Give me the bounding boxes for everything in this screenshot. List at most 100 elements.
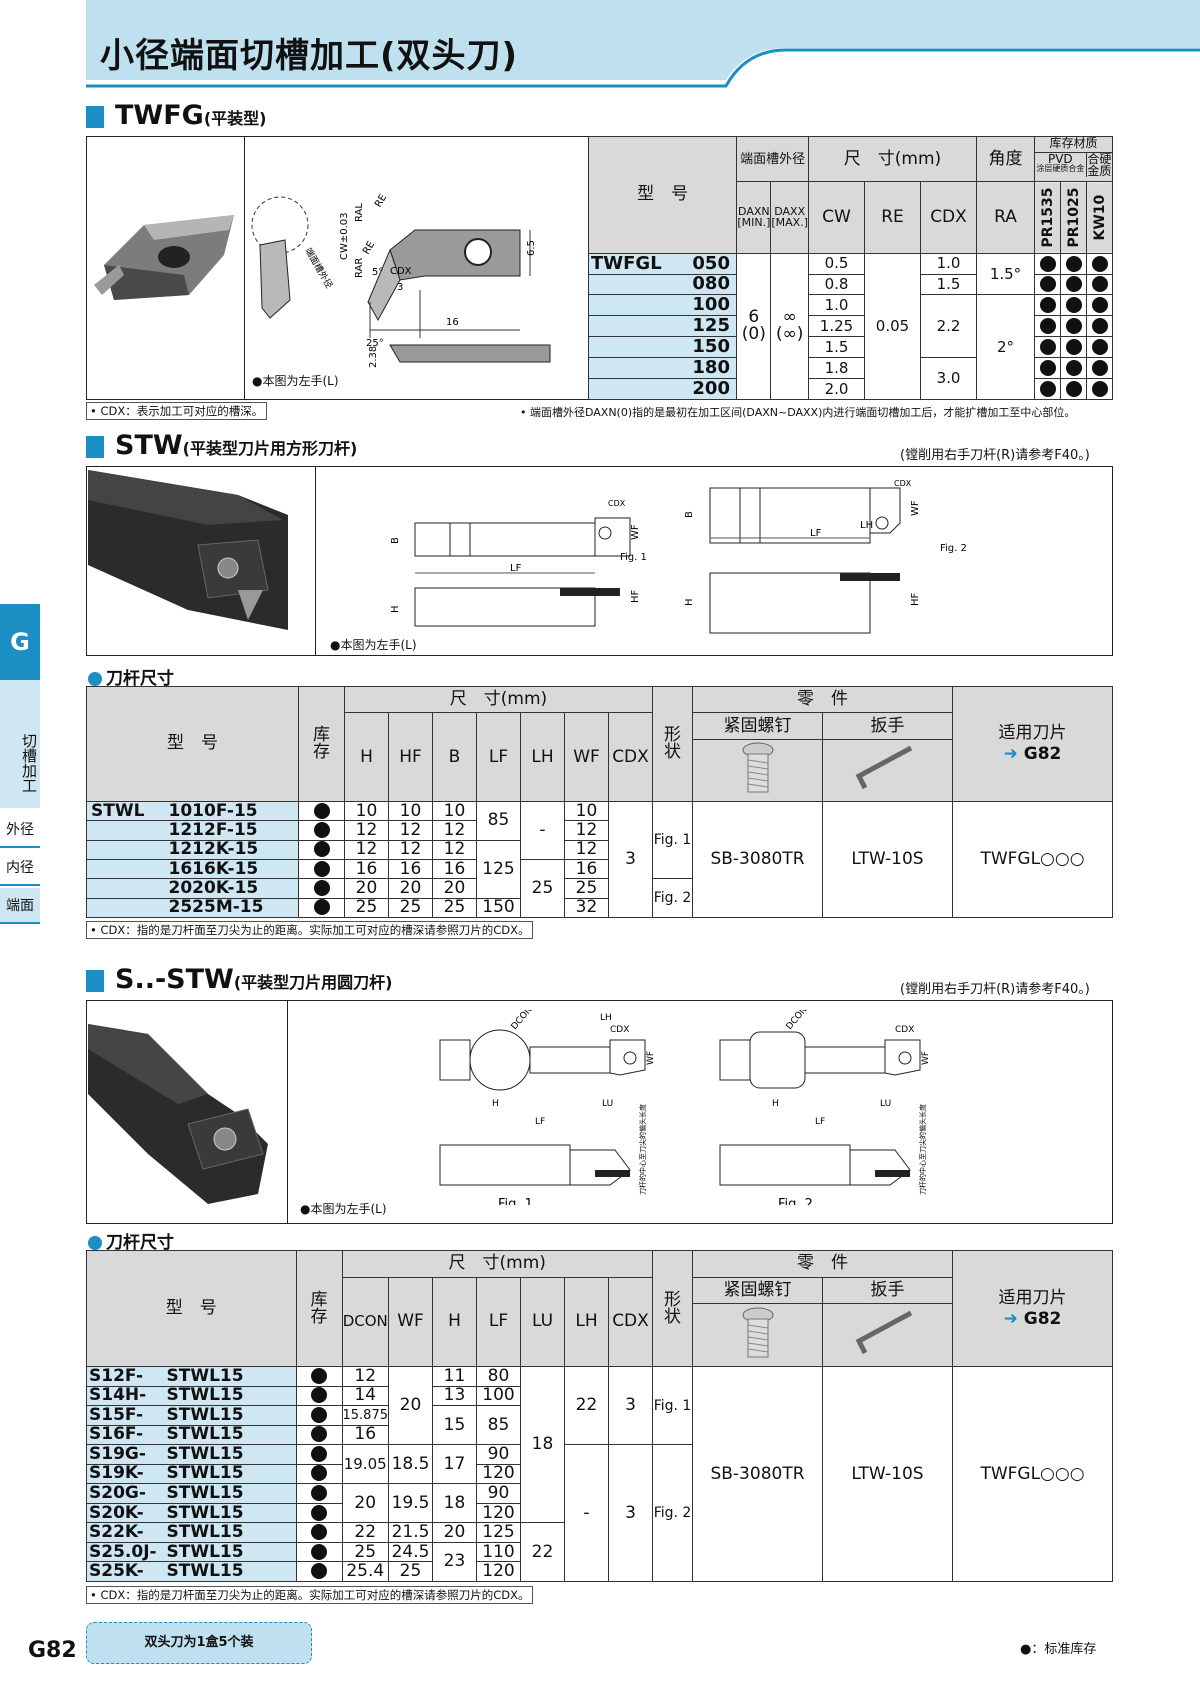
table-cell: 16: [341, 1424, 389, 1446]
stock-dot-cell: [298, 897, 345, 919]
re-label: RE: [373, 192, 389, 209]
cell-ra: 1.5°: [976, 252, 1035, 296]
table-cell: [588, 378, 687, 400]
stock-dot-cell: [298, 878, 345, 899]
sstw-note: • CDX：指的是刀杆面至刀尖为止的距离。实际加工可对应的槽深请参照刀片的CDX…: [86, 1586, 534, 1604]
table-cell: 12: [388, 820, 433, 841]
sstw-title: S..-STW(平装型刀片用圆刀杆): [115, 964, 393, 995]
header-banner: [86, 0, 1200, 88]
dim-wf: WF: [630, 524, 641, 540]
twfg-note-left: • CDX：表示加工可对应的槽深。: [86, 402, 268, 420]
stw-code: 1616K-15: [166, 858, 299, 880]
stock-dot-cell: [1034, 315, 1061, 338]
table-cell: [86, 858, 167, 880]
table-cell: 120: [476, 1502, 521, 1524]
table-cell: 10: [388, 800, 433, 822]
cw-label: CW±0.03: [339, 212, 350, 260]
section-marker: [86, 970, 104, 992]
table-cell: 3: [608, 1366, 653, 1446]
table-cell: Fig. 1: [652, 800, 693, 880]
stock-dot-cell: [1034, 357, 1061, 380]
stock-dot-cell: [295, 1483, 343, 1504]
table-cell: -: [564, 1444, 609, 1582]
section-marker: [86, 436, 104, 458]
dim-cdx: CDX: [608, 499, 626, 508]
th-re: RE: [864, 181, 921, 254]
stock-dot-cell: [295, 1463, 343, 1485]
table-cell: STWL15: [166, 1483, 297, 1504]
stock-dot-icon: [1039, 255, 1056, 272]
stock-dot-cell: [295, 1444, 343, 1465]
th-shape: 形状: [652, 686, 693, 802]
table-cell: S14H-: [86, 1385, 167, 1407]
sidebar-tab-face[interactable]: 端面: [0, 888, 40, 924]
twfg-code: 150: [686, 336, 738, 359]
table-cell: 12: [564, 839, 609, 860]
twfg-code: 080: [686, 273, 738, 296]
table-cell: 25: [341, 1541, 389, 1563]
dim-lh: LH: [860, 520, 873, 531]
sidebar-tab-inner[interactable]: 内径: [0, 850, 40, 886]
table-cell: 24.5: [388, 1541, 433, 1563]
fig-2: Fig. 2: [778, 1197, 813, 1205]
th-b: B: [432, 712, 477, 802]
fig-1: Fig. 1: [498, 1197, 533, 1205]
th-angle: 角度: [976, 135, 1035, 183]
stock-dot-icon: [1091, 255, 1108, 272]
table-cell: 20: [344, 878, 389, 899]
table-cell: 12: [344, 839, 389, 860]
stw-ref: (镗削用右手刀杆(R)请参考F40。): [900, 448, 1090, 463]
stock-dot-icon: [1091, 318, 1108, 335]
stock-dot-cell: [295, 1424, 343, 1446]
th-lf: LF: [476, 712, 521, 802]
cell-cdx: 1.5: [920, 273, 977, 296]
table-cell: S20G-: [86, 1483, 167, 1504]
stock-dot-icon: [1039, 339, 1056, 356]
table-cell: 23: [432, 1541, 477, 1583]
dim-dcon: DCON: [785, 1010, 810, 1032]
stock-dot-icon: [1091, 297, 1108, 314]
table-cell: 12: [564, 820, 609, 841]
sstw-drawings: DCON LH CDX WF H LF LU 刀杆的中心至刀尖的偏头长度 Fig…: [439, 1010, 931, 1205]
table-cell: 20: [388, 878, 433, 899]
stock-dot-cell: [1060, 378, 1087, 400]
table-cell: 10: [432, 800, 477, 822]
dim-2-38: 2.38: [368, 346, 379, 368]
dim-lu: LU: [602, 1099, 613, 1109]
table-cell: TWFGL○○○: [952, 800, 1113, 919]
table-cell: 17: [432, 1444, 477, 1485]
stock-dot-icon: [313, 860, 330, 877]
table-cell: [588, 273, 687, 296]
table-cell: 12: [432, 820, 477, 841]
stock-dot-cell: [295, 1385, 343, 1407]
table-cell: 12: [344, 820, 389, 841]
cell-cdx: 1.0: [920, 252, 977, 275]
stock-dot-icon: [1091, 276, 1108, 293]
twfg-image-note: ●本图为左手(L): [252, 374, 339, 388]
dim-cdx: CDX: [894, 479, 912, 488]
stock-dot-cell: [1086, 378, 1113, 400]
stw-code: 1212K-15: [166, 839, 299, 860]
stock-dot-cell: [1086, 336, 1113, 359]
table-cell: 90: [476, 1483, 521, 1504]
table-cell: STWL15: [166, 1522, 297, 1543]
th-daxx: DAXX[MAX.]: [770, 181, 809, 254]
th-cdx: CDX: [608, 1276, 653, 1368]
sidebar-tab-outer[interactable]: 外径: [0, 812, 40, 848]
dim-dcon: DCON: [510, 1010, 535, 1032]
th-ra: RA: [976, 181, 1035, 254]
twfg-drawing: CW±0.03 RAL RAR RE RE CDX 6.5 5° 3 16 25…: [251, 192, 551, 368]
table-cell: S19G-: [86, 1444, 167, 1465]
stock-dot-icon: [311, 1406, 327, 1423]
dim-h: H: [492, 1099, 499, 1109]
fig-1: Fig. 1: [620, 552, 647, 563]
table-cell: S20K-: [86, 1502, 167, 1524]
cell-cdx: 2.2: [920, 294, 977, 359]
stw-code: 1010F-15: [166, 800, 299, 822]
table-cell: 15: [432, 1405, 477, 1446]
table-cell: 12: [432, 839, 477, 860]
cell-cdx: 3.0: [920, 357, 977, 400]
stock-dot-icon: [1065, 339, 1082, 356]
